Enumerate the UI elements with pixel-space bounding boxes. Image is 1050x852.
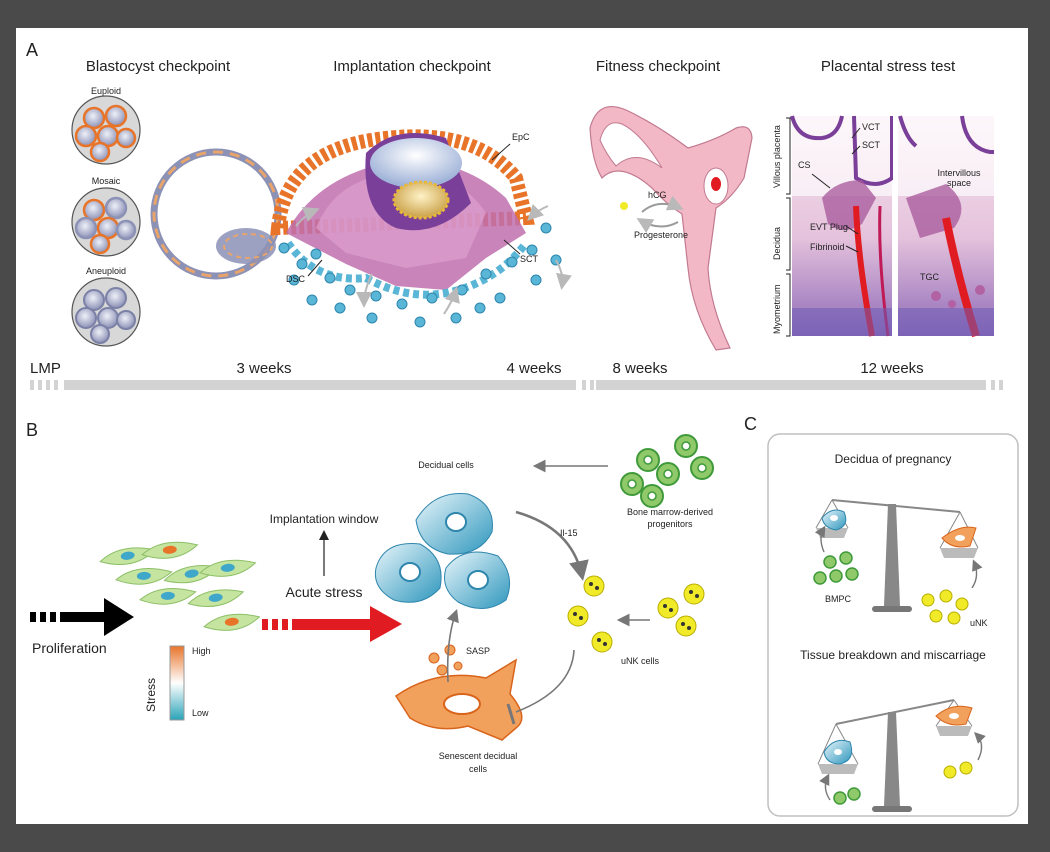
label-mosaic: Mosaic [91, 176, 121, 186]
label-dsc: DSC [286, 274, 306, 284]
sasp-particles [428, 644, 463, 676]
placenta-brackets [786, 117, 861, 337]
label-unk-cells: uNK cells [620, 656, 660, 666]
label-vct: VCT [862, 122, 880, 132]
panel-b-label: B [26, 420, 39, 440]
label-il15: Il-15 [560, 528, 578, 538]
timeline-lmp: LMP [30, 360, 61, 377]
label-sct-implantation: SCT [520, 254, 538, 264]
label-decidua-pregnancy: Decidua of pregnancy [834, 452, 952, 466]
stress-legend-bar [169, 645, 185, 721]
header-fitness: Fitness checkpoint [595, 58, 721, 75]
label-progesterone: Progesterone [634, 230, 689, 240]
timeline-3-weeks: 3 weeks [236, 360, 292, 377]
balance-bottom [817, 699, 973, 812]
panel-a-label: A [26, 40, 39, 60]
header-implantation: Implantation checkpoint [333, 58, 491, 75]
uterus-diagram [589, 106, 753, 351]
unk-cells-top [921, 589, 969, 625]
label-acute-stress: Acute stress [285, 584, 363, 600]
timeline-bar [30, 380, 1003, 390]
balance-top-arrows [814, 525, 983, 589]
acute-stress-arrow [262, 606, 402, 642]
label-hcg: hCG [648, 190, 667, 200]
header-stress-test: Placental stress test [820, 58, 956, 75]
bone-marrow-nuclei [627, 441, 707, 501]
panel-c-label: C [744, 414, 757, 434]
label-unk: uNK [970, 618, 988, 628]
label-implantation-window: Implantation window [269, 512, 379, 526]
decidual-cells [374, 493, 511, 609]
label-bone-marrow: Bone marrow-derived progenitors [626, 507, 714, 529]
label-tissue-breakdown: Tissue breakdown and miscarriage [800, 648, 986, 662]
label-low: Low [192, 708, 209, 718]
proliferation-arrow [30, 598, 134, 636]
bmpc-cells [813, 551, 859, 585]
label-sasp: SASP [466, 646, 491, 656]
timeline-4-weeks: 4 weeks [506, 360, 562, 377]
figure-frame: A B C Blastocyst checkpoint Implantation… [16, 28, 1028, 824]
aneuploid-embryo [71, 277, 141, 347]
label-high: High [192, 646, 211, 656]
balance-bottom-arrows [819, 732, 986, 801]
mosaic-embryo [71, 187, 141, 257]
label-aneuploid: Aneuploid [85, 266, 127, 276]
placenta-tissue [790, 115, 994, 338]
label-tgc: TGC [920, 272, 939, 282]
bmpc-cells-bottom [833, 787, 861, 805]
panel-b-arrows [446, 459, 650, 725]
header-blastocyst: Blastocyst checkpoint [85, 58, 231, 75]
unk-cells-bottom [943, 761, 973, 779]
label-stress: Stress [144, 677, 158, 712]
label-sct-placenta: SCT [862, 140, 880, 150]
stromal-cells [99, 541, 261, 631]
senescent-cell [394, 658, 523, 741]
label-evt-plug: EVT Plug [810, 222, 848, 232]
label-proliferation: Proliferation [32, 640, 107, 656]
label-bmpc: BMPC [824, 594, 852, 604]
label-epc: EpC [512, 132, 530, 142]
implantation-embryo [270, 129, 535, 299]
label-myometrium: Myometrium [772, 284, 782, 334]
blastocyst-ring [150, 148, 282, 280]
unk-granules [573, 582, 699, 646]
label-senescent: Senescent decidual cells [438, 751, 518, 774]
label-villous-placenta: Villous placenta [772, 125, 782, 188]
timeline-8-weeks: 8 weeks [612, 360, 668, 377]
implantation-window-arrow [319, 530, 329, 576]
label-intervillous-space: Intervillous space [937, 168, 981, 188]
label-fibrinoid: Fibrinoid [810, 242, 845, 252]
timeline-12-weeks: 12 weeks [860, 360, 924, 377]
figure-canvas [30, 95, 1019, 817]
implantation-leaders [307, 143, 521, 277]
implantation-arrows [295, 203, 572, 315]
euploid-embryo [71, 95, 141, 165]
label-cs: CS [798, 160, 811, 170]
unk-cells [567, 575, 705, 653]
label-euploid: Euploid [90, 86, 122, 96]
label-decidua: Decidua [772, 226, 782, 260]
label-decidual-cells: Decidual cells [418, 460, 474, 470]
